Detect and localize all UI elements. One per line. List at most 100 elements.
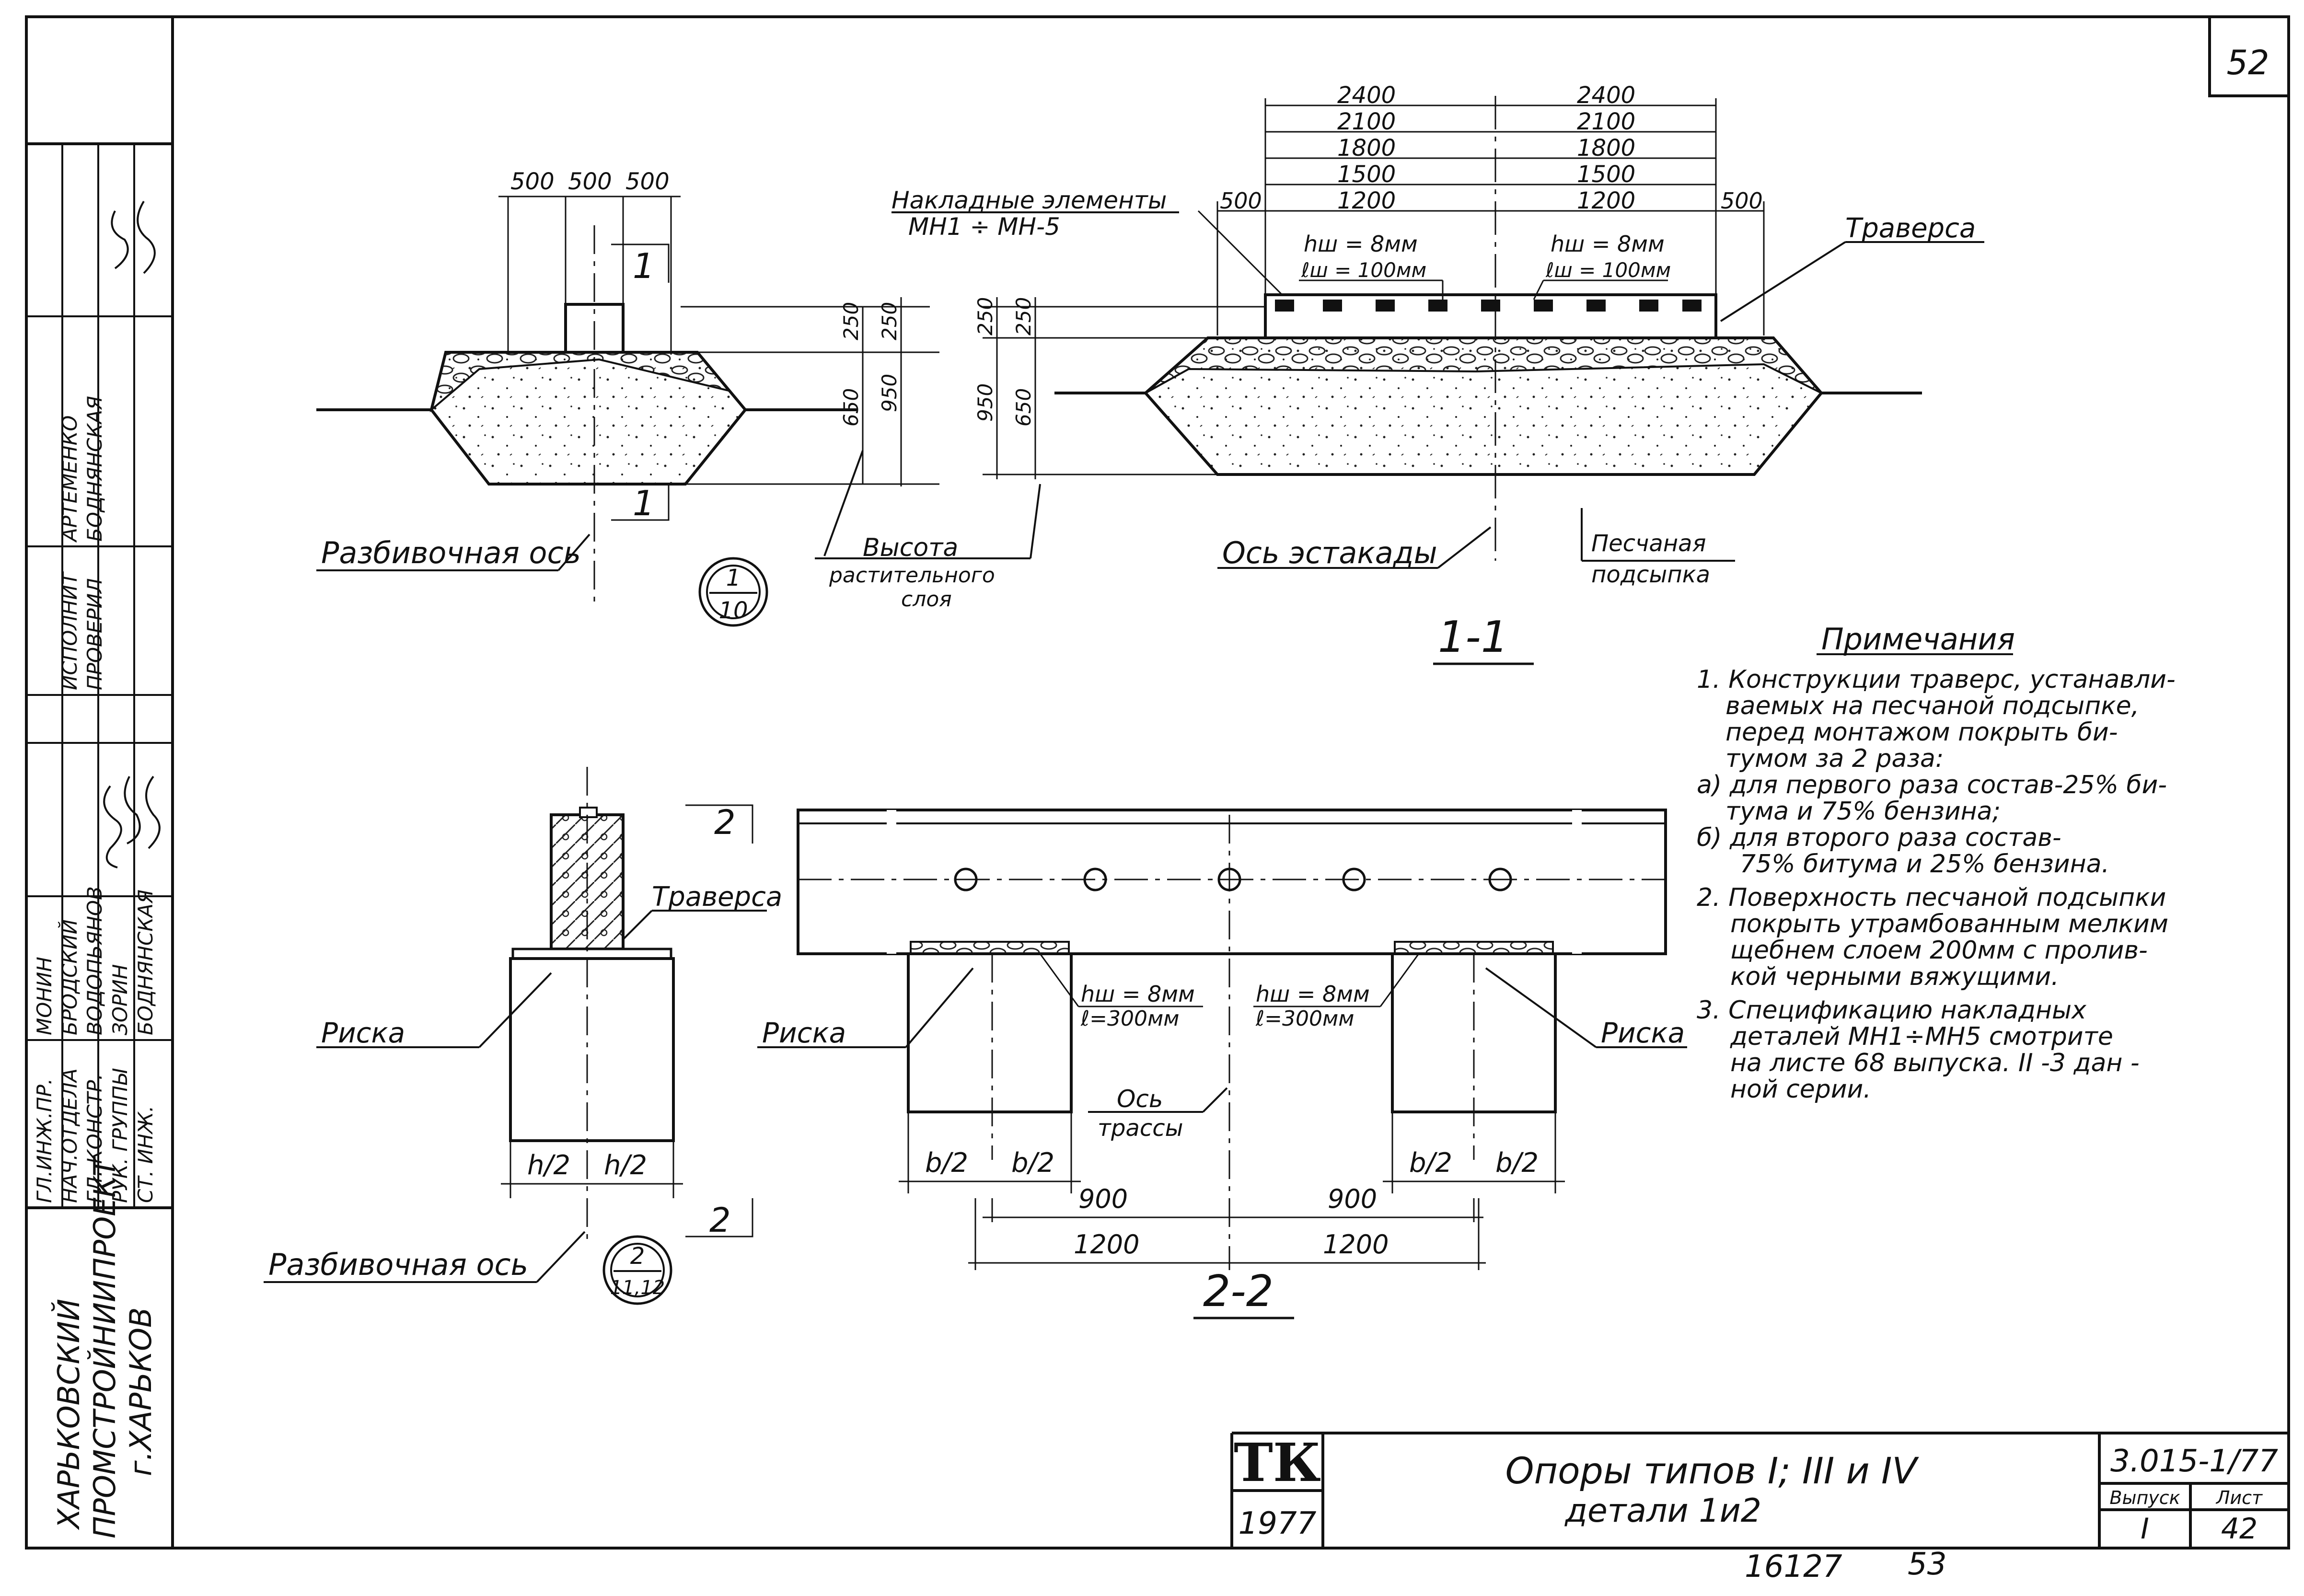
stack-left-3: 1800 [1337, 135, 1396, 162]
section2-left [509, 807, 675, 1142]
hw-leaders [1299, 279, 1668, 300]
note-line-8: 75% битума и 25% бензина. [1740, 850, 2109, 879]
b-half-1: b/2 [925, 1147, 968, 1179]
note-line-6: тума и 75% бензина; [1725, 797, 2001, 826]
dim-1200-right: 1200 [1323, 1229, 1389, 1260]
riska-label-1: Риска [321, 1017, 405, 1049]
note-line-15: на листе 68 выпуска. II -3 дан - [1730, 1049, 2140, 1077]
section1-left-body [316, 303, 858, 486]
section2-right [797, 809, 1667, 1113]
bottom-page-left: 16127 [1745, 1549, 1842, 1584]
note-line-13: 3. Спецификацию накладных [1697, 996, 2087, 1025]
stack-left-5: 1200 [1337, 187, 1396, 214]
razb-os-leader-1 [316, 533, 590, 571]
org-line-3: г.ХАРЬКОВ [123, 1307, 158, 1476]
traversa-leader-1 [1720, 241, 1984, 322]
pesch-line-1: Песчаная [1591, 530, 1706, 557]
note-line-10: покрыть утрамбованным мелким [1730, 910, 2168, 938]
signature-table [26, 143, 173, 1208]
section2-cut-bottom: 2 [709, 1201, 731, 1240]
stack-right-4: 1500 [1577, 161, 1635, 188]
note-line-11: щебнем слоем 200мм с пролив- [1730, 936, 2148, 965]
detail-ref-1-bottom: 10 [718, 597, 748, 624]
dim-mid-250-a: 250 [973, 297, 997, 335]
nakladnye-line-2: МН1 ÷ МН-5 [908, 213, 1060, 241]
section1-right-dims [983, 96, 1765, 561]
sig-name-1: МОНИН [33, 957, 56, 1035]
stack-left-1: 2400 [1337, 82, 1396, 109]
note-line-9: 2. Поверхность песчаной подсыпки [1697, 883, 2166, 912]
section1-right-body [1054, 293, 1922, 476]
riska-leader-2 [757, 967, 974, 1048]
org-line-1: ХАРЬКОВСКИЙ [51, 1299, 86, 1530]
signature-scribbles [103, 200, 161, 868]
note-line-16: ной серии. [1730, 1075, 1871, 1104]
detail-ref-2-bottom: 11,12 [610, 1277, 665, 1299]
detail-ref-1-top: 1 [726, 565, 741, 591]
section1-cut-top: 1 [633, 246, 655, 286]
list-label: Лист [2215, 1487, 2263, 1508]
vysota-leader [815, 450, 1041, 559]
dim-top-left-3: 500 [625, 168, 670, 195]
sig-role-1: ГЛ.ИНЖ.ПР. [33, 1078, 56, 1203]
sig-name-7: БОДНЯНСКАЯ [83, 396, 106, 542]
os-estakady-leader [1217, 526, 1492, 569]
section1-label: 1-1 [1438, 612, 1508, 662]
sig-role-4: РУК. ГРУППЫ [108, 1068, 132, 1203]
dim-mid-950: 950 [973, 383, 997, 422]
sig-role-2: НАЧ.ОТДЕЛА [58, 1068, 81, 1203]
sig-name-2: БРОДСКИЙ [58, 919, 81, 1035]
notes-text: 1. Конструкции траверс, устанавли- ваемы… [1697, 665, 2176, 1104]
stack-right-1: 2400 [1577, 82, 1635, 109]
stack-right-5: 1200 [1577, 187, 1635, 214]
title-line-1: Опоры типов I; III и IV [1505, 1449, 1920, 1492]
sig-role-7: ПРОВЕРИЛ [83, 578, 106, 690]
nakladnye-line-1: Накладные элементы [891, 186, 1167, 214]
vypusk-label: Выпуск [2109, 1487, 2180, 1508]
b-half-2: b/2 [1011, 1147, 1054, 1179]
note-line-4: тумом за 2 раза: [1725, 744, 1944, 773]
sheet-frame [25, 15, 2290, 1550]
title-line-2: детали 1и2 [1564, 1492, 1761, 1530]
os-trassy-line-1: Ось [1117, 1085, 1163, 1113]
sig-name-4: ЗОРИН [108, 964, 132, 1035]
sig-name-5: БОДНЯНСКАЯ [134, 890, 157, 1035]
nakladnye-plates [1275, 300, 1702, 312]
side-dim-right: 500 [1721, 188, 1763, 214]
notes-title: Примечания [1821, 622, 2015, 657]
stack-right-3: 1800 [1577, 135, 1635, 162]
os-trassy-line-2: трассы [1098, 1115, 1183, 1142]
vysota-line-1: Высота [863, 533, 958, 562]
pesch-leader [1581, 508, 1735, 562]
detail-ref-2 [602, 1235, 672, 1305]
b-half-3: b/2 [1409, 1147, 1452, 1179]
note-line-2: ваемых на песчаной подсыпке, [1725, 692, 2139, 720]
stack-right-labels: 2400 2100 1800 1500 1200 [1577, 82, 1635, 214]
pesch-line-2: подсыпка [1591, 561, 1710, 588]
stack-left-labels: 2400 2100 1800 1500 1200 [1337, 82, 1396, 214]
os-trassy-leader [1088, 1087, 1228, 1113]
nakladnye-label: Накладные элементы МН1 ÷ МН-5 [891, 186, 1285, 298]
section2-cut-top: 2 [714, 803, 736, 842]
sig-role-6: ИСПОЛНИТ [58, 571, 81, 690]
dim-v-250-b: 250 [878, 302, 901, 340]
hw-leaders-2 [1039, 953, 1420, 1007]
lw-label-2: ℓш = 100мм [1545, 258, 1671, 282]
side-dim-left: 500 [1220, 188, 1262, 214]
section1-left-dims [498, 196, 939, 609]
dim-v-950: 950 [878, 374, 901, 412]
org-block: ХАРЬКОВСКИЙ ПРОМСТРОЙНИИПРОЕКТ г.ХАРЬКОВ [51, 1157, 158, 1538]
sheet-number: 52 [2226, 43, 2269, 82]
note-line-14: деталей МН1÷МН5 смотрите [1730, 1022, 2113, 1051]
hw-label-2: hш = 8мм [1551, 231, 1665, 257]
vysota-line-2: растительного [829, 563, 995, 588]
title-code: 3.015-1/77 [2110, 1444, 2278, 1479]
b-half-4: b/2 [1495, 1147, 1539, 1179]
dim-1200-left: 1200 [1074, 1229, 1139, 1260]
section2-right-dims [899, 815, 1565, 1270]
dim-mid-650: 650 [1012, 388, 1035, 427]
riska-label-3: Риска [1601, 1017, 1685, 1049]
dim-900-left: 900 [1078, 1184, 1128, 1214]
